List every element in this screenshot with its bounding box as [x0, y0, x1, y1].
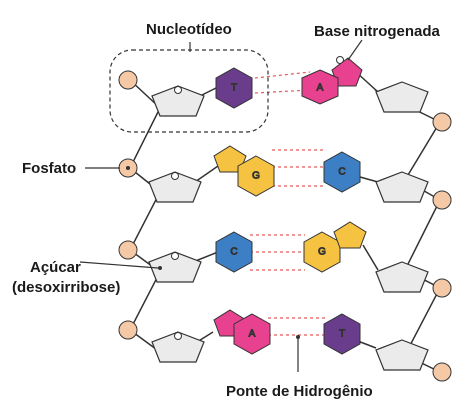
phosphate-circle — [118, 70, 138, 90]
base-A-hexagon — [233, 313, 271, 355]
base-letter: G — [318, 247, 326, 258]
base-letter: C — [230, 247, 237, 258]
base-pair-2: G C — [213, 145, 361, 197]
base-C — [215, 231, 253, 273]
hydrogen-bonds — [250, 71, 325, 336]
base-T — [323, 313, 361, 355]
sugar-pentagon — [375, 261, 429, 293]
base-A-hexagon — [301, 69, 339, 105]
base-pair-3: C G — [215, 221, 367, 273]
sugar-pentagon — [151, 331, 205, 363]
nucleotide-highlight-box — [109, 49, 269, 133]
base-letter: A — [249, 329, 256, 340]
left-backbone — [129, 79, 161, 353]
base-letter: A — [317, 83, 324, 94]
phosphate-circle — [432, 190, 452, 210]
sugar-pentagon — [375, 81, 429, 113]
sugar-pentagon — [151, 85, 205, 117]
base-letter: T — [339, 329, 345, 340]
sugar-pentagon — [375, 339, 429, 371]
sugar-pentagon — [148, 251, 202, 283]
phosphate-circle — [432, 362, 452, 382]
base-letter: T — [231, 83, 237, 94]
phosphate-circle — [432, 278, 452, 298]
pointer-dots — [126, 166, 300, 339]
base-T — [215, 67, 253, 109]
label-hydrogen-bond: Ponte de Hidrogênio — [226, 383, 373, 400]
right-sugars — [375, 81, 429, 371]
right-backbone — [374, 89, 442, 373]
base-pair-4: A T — [213, 309, 361, 355]
base-A-pentagon — [331, 57, 363, 87]
base-C — [323, 151, 361, 193]
sugar-pentagon — [375, 171, 429, 203]
left-sugars — [148, 85, 205, 363]
phosphate-circle — [118, 320, 138, 340]
base-letter: G — [252, 171, 260, 182]
label-sugar: Açúcar — [30, 259, 81, 276]
left-phosphates — [118, 70, 138, 340]
base-G-pentagon — [333, 221, 367, 249]
base-G-hexagon — [237, 155, 275, 197]
phosphate-circle — [118, 240, 138, 260]
phosphate-circle — [432, 112, 452, 132]
base-pair-1: T A — [215, 57, 363, 109]
glycosidic-bonds — [192, 71, 379, 349]
label-nitrogenous-base: Base nitrogenada — [314, 23, 441, 40]
label-sugar-detail: (desoxirribose) — [12, 279, 120, 296]
label-phosphate: Fosfato — [22, 160, 76, 177]
label-nucleotide: Nucleotídeo — [146, 21, 232, 38]
label-pointers — [79, 39, 363, 372]
right-phosphates — [432, 112, 452, 382]
base-letter: C — [338, 167, 345, 178]
sugar-pentagon — [148, 171, 202, 203]
